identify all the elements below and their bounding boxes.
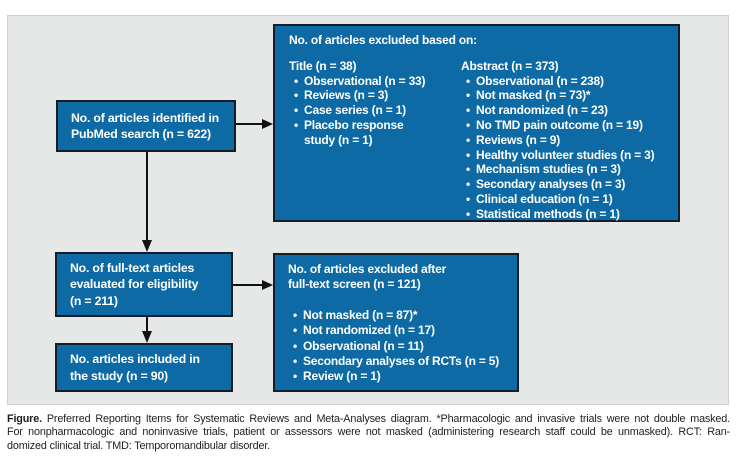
exclusion-item-label: No TMD pain outcome (n = 19)	[476, 117, 643, 132]
exclusion-item-label: Clinical education (n = 1)	[476, 191, 613, 206]
exclusion-item-label: Not masked (n = 87)*	[303, 307, 418, 322]
bullet-icon: •	[294, 103, 299, 118]
bullet-icon: •	[466, 117, 471, 132]
exclusion-item: • Reviews (n = 9)	[461, 133, 670, 148]
box-articles-identified: No. of articles identified in PubMed sea…	[56, 100, 236, 152]
exclusion-item: • Observational (n = 11)	[288, 339, 513, 354]
box-text-line: (n = 211)	[70, 293, 118, 308]
caption-label: Figure.	[7, 413, 42, 425]
bullet-icon: •	[293, 323, 298, 338]
exclusion-item-label: Not randomized (n = 17)	[303, 323, 435, 338]
bullet-icon: •	[466, 73, 471, 88]
arrow-line	[146, 317, 148, 332]
bullet-icon: •	[293, 338, 298, 353]
spacer	[288, 293, 513, 308]
bullet-icon: •	[293, 369, 298, 384]
exclusion-item: • Not masked (n = 87)*	[288, 308, 513, 323]
exclusion-item-label: Reviews (n = 9)	[476, 132, 561, 147]
exclusion-item-label: Secondary analyses of RCTs (n = 5)	[303, 354, 500, 369]
exclusion-item: • Mechanism studies (n = 3)	[461, 162, 670, 177]
exclusion-item: • Clinical education (n = 1)	[461, 192, 670, 207]
box-text-line: evaluated for eligibility	[70, 277, 199, 292]
caption-line: domized clinical trial. TMD: Temporomand…	[7, 439, 271, 452]
box-excluded-fulltext: No. of articles excluded after full-text…	[273, 253, 519, 392]
exclusion-item-label: Observational (n = 11)	[303, 338, 424, 353]
fulltext-exclusion-header: No. of articles excluded after full-text…	[288, 262, 513, 293]
exclusion-item: • No TMD pain outcome (n = 19)	[461, 118, 670, 133]
exclusion-item-label: Case series (n = 1)	[304, 103, 406, 118]
exclusion-item: • Secondary analyses (n = 3)	[461, 177, 670, 192]
exclusion-item: • Statistical methods (n = 1)	[461, 207, 670, 222]
exclusion-item: • Healthy volunteer studies (n = 3)	[461, 148, 670, 163]
exclusion-item: • Observational (n = 238)	[461, 74, 670, 89]
bullet-icon: •	[466, 162, 471, 177]
box-text-line: No. of full-text articles	[70, 261, 195, 276]
exclusion-item: • Observational (n = 33)	[289, 74, 461, 89]
bullet-icon: •	[466, 147, 471, 162]
arrow-line	[236, 123, 263, 125]
arrow-head-icon	[262, 280, 273, 290]
box-text-line: No. of articles excluded after	[288, 262, 447, 276]
box-text-line: No. articles included in	[70, 352, 200, 367]
exclusion-item-label: Observational (n = 33)	[304, 73, 426, 88]
exclusion-item: • Placebo response study (n = 1)	[289, 118, 461, 148]
box-fulltext-evaluated: No. of full-text articles evaluated for …	[55, 252, 233, 317]
arrow-head-icon	[142, 240, 152, 252]
bullet-icon: •	[466, 103, 471, 118]
exclusion-item: • Reviews (n = 3)	[289, 88, 461, 103]
bullet-icon: •	[294, 88, 299, 103]
exclusion-columns: Title (n = 38) • Observational (n = 33) …	[289, 59, 670, 222]
exclusion-item: • Case series (n = 1)	[289, 103, 461, 118]
bullet-icon: •	[293, 307, 298, 322]
bullet-icon: •	[466, 88, 471, 103]
box-excluded-title-abstract: No. of articles excluded based on: Title…	[273, 24, 680, 222]
abstract-column: Abstract (n = 373) • Observational (n = …	[461, 59, 670, 222]
exclusion-item: • Not masked (n = 73)*	[461, 88, 670, 103]
exclusion-item: • Not randomized (n = 23)	[461, 103, 670, 118]
exclusion-item-label: Mechanism studies (n = 3)	[476, 162, 621, 177]
box-text-line: PubMed search (n = 622)	[71, 127, 211, 141]
bullet-icon: •	[294, 73, 299, 88]
arrow-head-icon	[262, 119, 273, 129]
exclusion-item-label: Placebo response study (n = 1)	[304, 117, 404, 147]
bullet-icon: •	[294, 117, 299, 132]
exclusion-item-label: Not masked (n = 73)*	[476, 88, 591, 103]
bullet-icon: •	[466, 177, 471, 192]
exclusion-item-label: Secondary analyses (n = 3)	[476, 177, 626, 192]
exclusion-item: • Not randomized (n = 17)	[288, 323, 513, 338]
exclusion-header: No. of articles excluded based on:	[289, 33, 477, 47]
box-text-line: full-text screen (n = 121)	[288, 277, 421, 292]
arrow-line	[146, 152, 148, 241]
box-text-line: No. of articles identified in	[71, 110, 219, 125]
bullet-icon: •	[466, 191, 471, 206]
arrow-line	[233, 284, 263, 286]
exclusion-item-label: Reviews (n = 3)	[304, 88, 389, 103]
box-text-line: the study (n = 90)	[70, 368, 168, 383]
bullet-icon: •	[466, 206, 471, 221]
exclusion-item-label: Review (n = 1)	[303, 369, 381, 384]
bullet-icon: •	[466, 132, 471, 147]
exclusion-item-label: Observational (n = 238)	[476, 73, 604, 88]
caption-line: For nonpharmacologic and noninvasive tri…	[7, 426, 730, 439]
box-articles-included: No. articles included in the study (n = …	[55, 343, 233, 392]
title-column: Title (n = 38) • Observational (n = 33) …	[289, 59, 461, 222]
exclusion-item-label: Statistical methods (n = 1)	[476, 206, 620, 221]
exclusion-item-label: Healthy volunteer studies (n = 3)	[476, 147, 655, 162]
figure-caption: Figure. Preferred Reporting Items for Sy…	[7, 413, 730, 453]
exclusion-item: • Review (n = 1)	[288, 369, 513, 384]
caption-text: Preferred Reporting Items for Systematic…	[41, 413, 730, 425]
title-column-heading: Title (n = 38)	[289, 58, 357, 73]
bullet-icon: •	[293, 354, 298, 369]
exclusion-item-label: Not randomized (n = 23)	[476, 103, 608, 118]
caption-line: Figure. Preferred Reporting Items for Sy…	[7, 413, 730, 426]
abstract-column-heading: Abstract (n = 373)	[461, 58, 559, 73]
exclusion-item: • Secondary analyses of RCTs (n = 5)	[288, 354, 513, 369]
arrow-head-icon	[142, 331, 152, 343]
